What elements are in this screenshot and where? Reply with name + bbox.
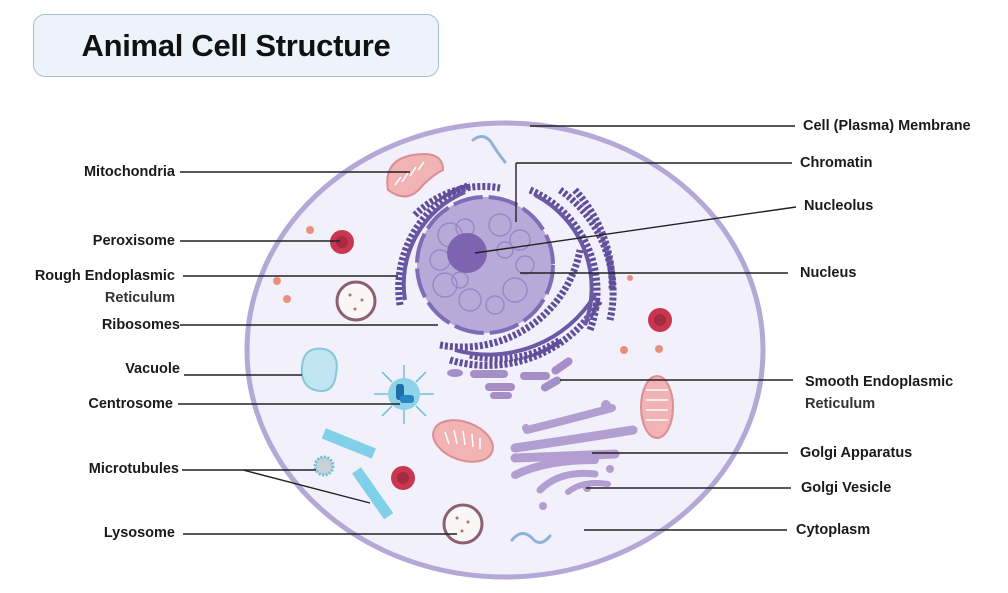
label-nucleolus: Nucleolus — [804, 198, 874, 214]
label-cell-membrane: Cell (Plasma) Membrane — [803, 118, 971, 134]
ribosome-dots — [273, 226, 663, 354]
label-lysosome: Lysosome — [103, 525, 175, 541]
label-ribosomes: Ribosomes — [101, 317, 180, 333]
label-golgi-apparatus: Golgi Apparatus — [800, 445, 913, 461]
label-chromatin: Chromatin — [800, 155, 873, 171]
lysosome — [442, 503, 484, 545]
smooth-er — [447, 357, 573, 399]
label-centrosome: Centrosome — [88, 396, 173, 412]
label-rough-er: Rough Endoplasmic Reticulum — [35, 267, 175, 307]
label-mitochondria: Mitochondria — [83, 164, 175, 180]
label-peroxisome: Peroxisome — [92, 233, 175, 249]
label-smooth-er: Smooth Endoplasmic Reticulum — [805, 373, 953, 413]
label-smooth-er-line1: Smooth Endoplasmic — [805, 374, 954, 390]
label-cytoplasm: Cytoplasm — [796, 522, 871, 538]
label-microtubules: Microtubules — [88, 461, 179, 477]
title-box: Animal Cell Structure — [33, 14, 439, 77]
vacuole — [300, 347, 338, 393]
microtubule-cross-section — [313, 455, 335, 477]
lysosome — [335, 280, 377, 322]
filament — [510, 532, 552, 544]
label-rough-er-line1: Rough Endoplasmic — [34, 268, 175, 284]
label-nucleus: Nucleus — [800, 265, 857, 281]
nucleolus — [447, 233, 487, 273]
microtubules — [321, 428, 394, 520]
label-smooth-er-line2: Reticulum — [805, 396, 876, 412]
mitochondrion — [640, 375, 674, 439]
peroxisome — [330, 230, 354, 254]
golgi-apparatus — [510, 404, 638, 495]
peroxisome — [648, 308, 672, 332]
mitochondrion — [432, 419, 494, 463]
label-golgi-vesicle: Golgi Vesicle — [801, 480, 892, 496]
mitochondrion — [386, 153, 445, 198]
nucleus — [415, 195, 555, 335]
filament — [471, 135, 507, 164]
peroxisome — [391, 466, 415, 490]
leader-lines — [178, 125, 797, 535]
golgi-vesicles — [522, 400, 614, 510]
label-rough-er-line2: Reticulum — [104, 290, 175, 306]
centrosome — [374, 365, 434, 424]
label-vacuole: Vacuole — [125, 361, 180, 377]
cell-membrane — [244, 120, 766, 580]
page-title: Animal Cell Structure — [81, 27, 391, 63]
